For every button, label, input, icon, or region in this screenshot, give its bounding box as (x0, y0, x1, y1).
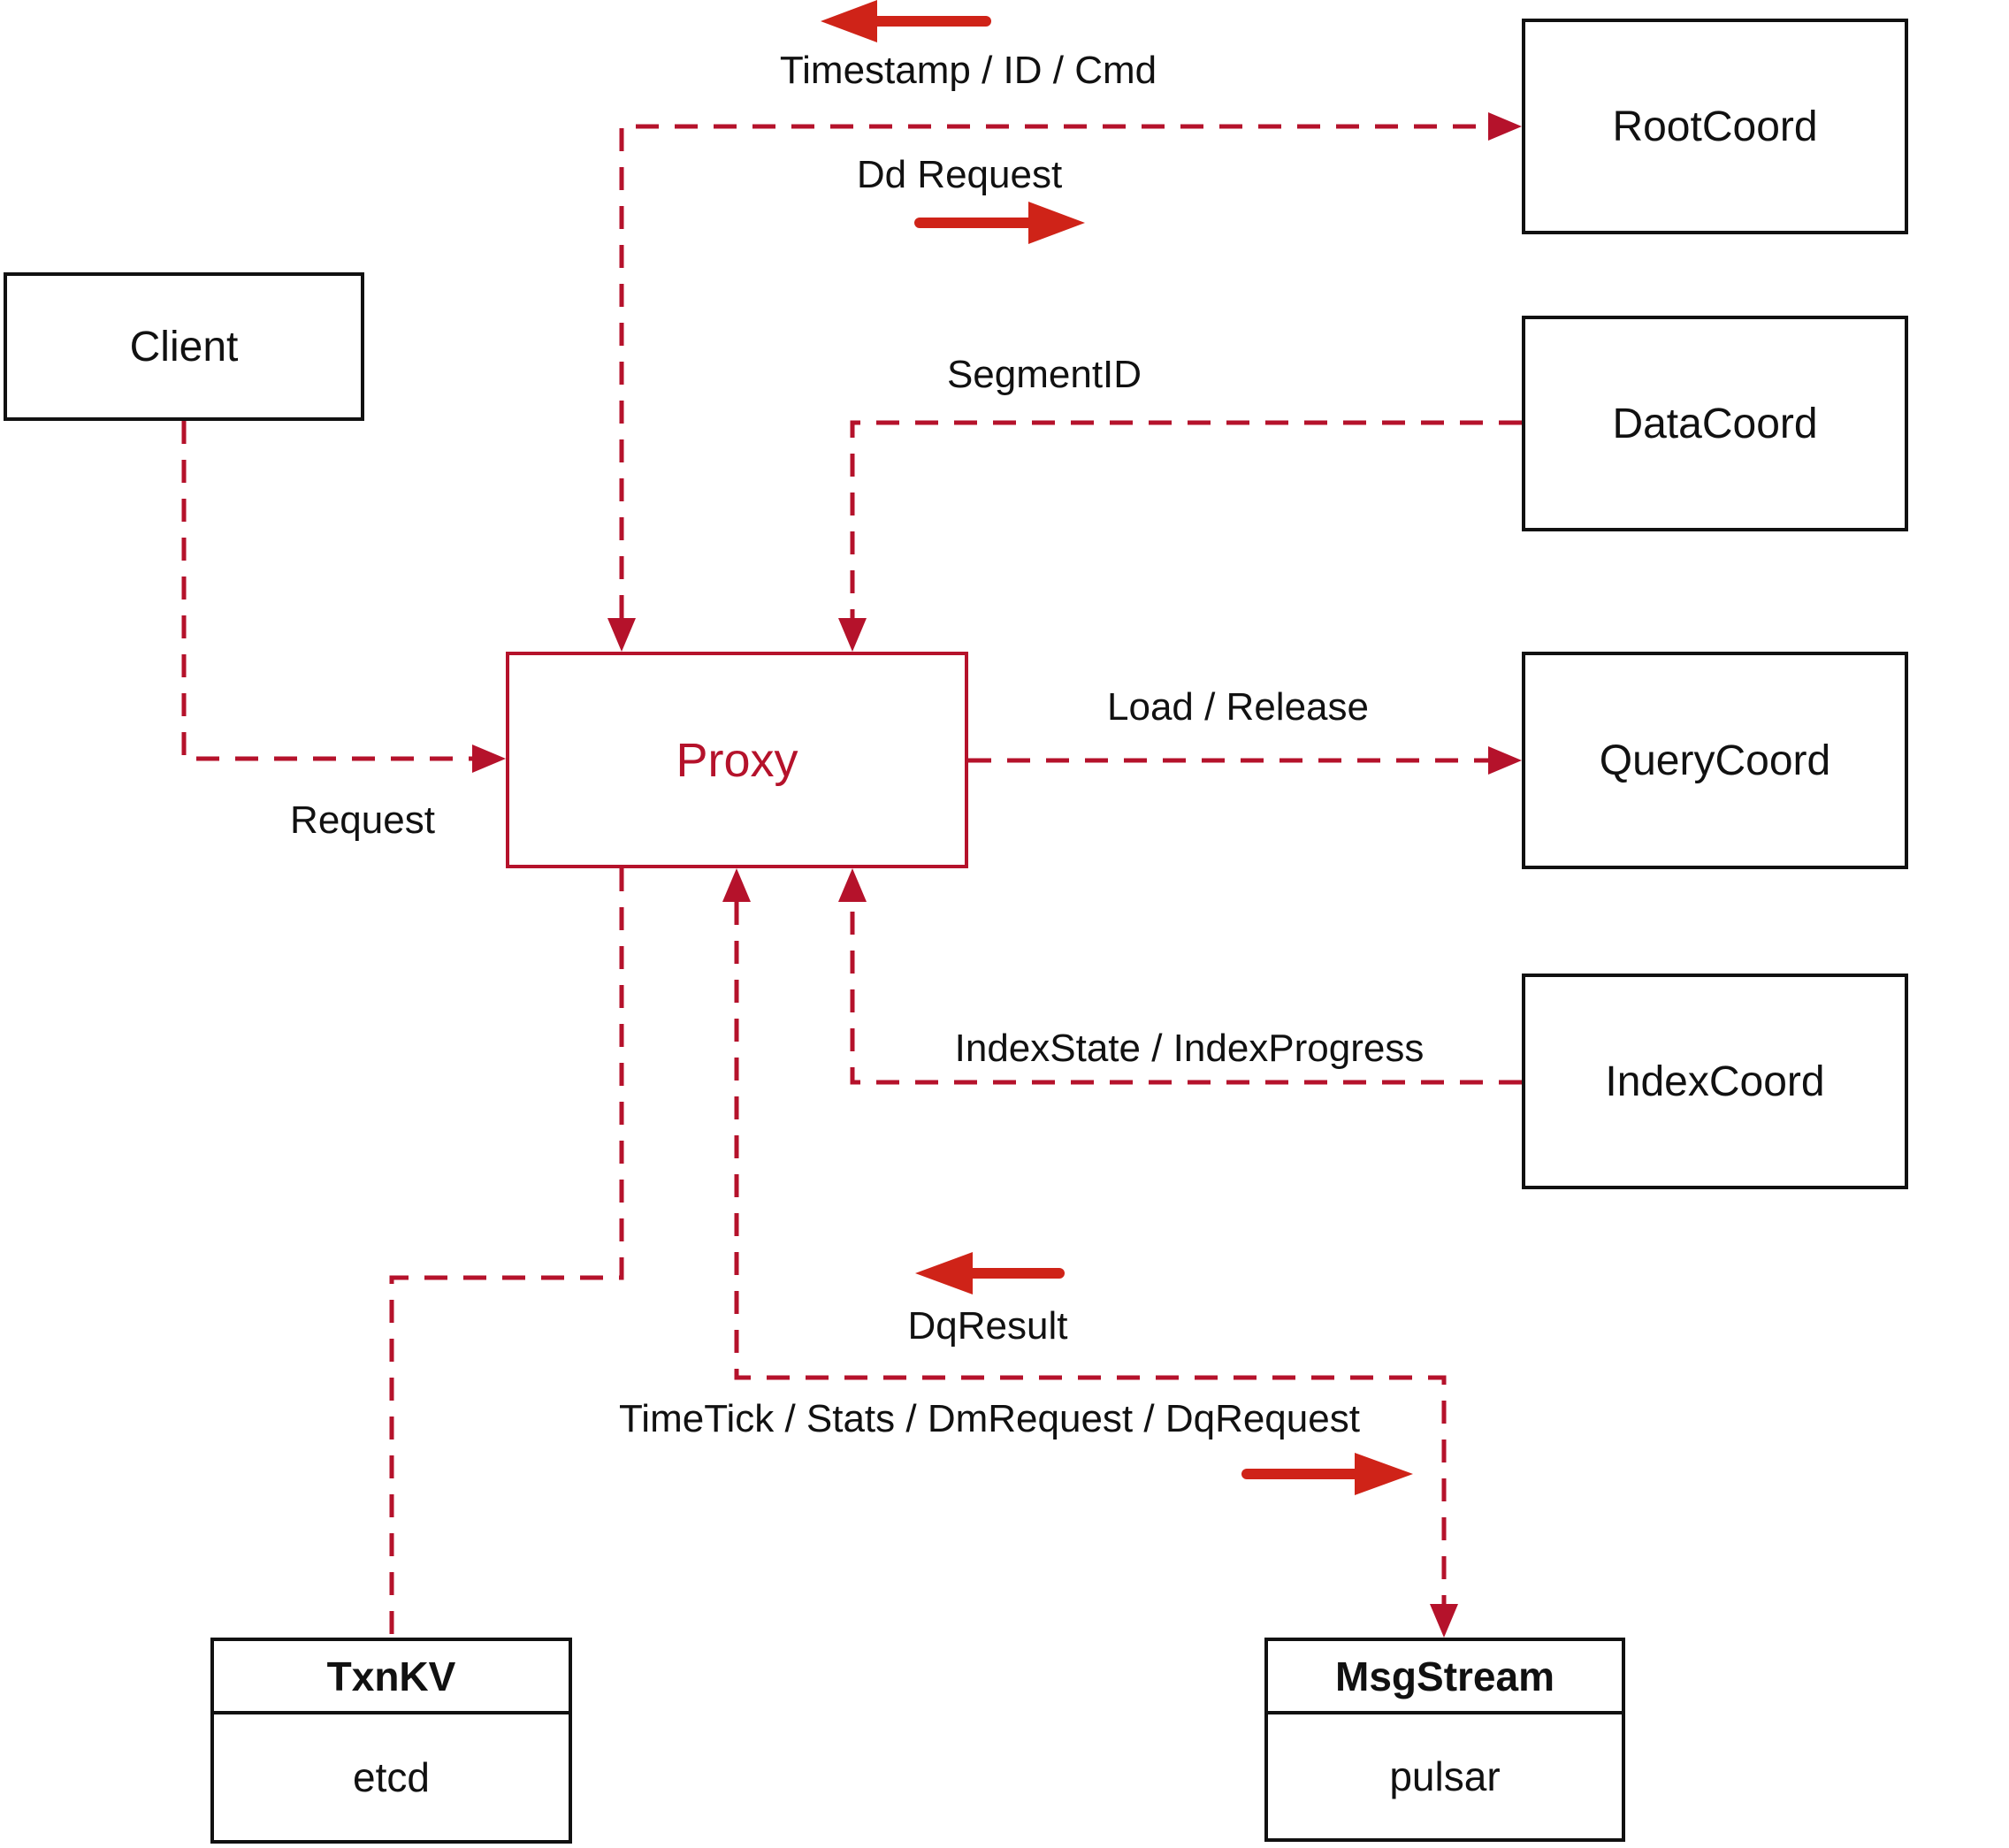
edge-proxy-txnkv (389, 868, 624, 1636)
edge-label-time-tick: TimeTick / Stats / DmRequest / DqRequest (619, 1397, 1360, 1440)
edge-proxy-rootcoord (619, 124, 1488, 618)
arrowhead-into-msgstream (1430, 1604, 1458, 1638)
node-datacoord-label: DataCoord (1612, 400, 1818, 447)
edge-indexcoord-proxy (850, 902, 1522, 1085)
edge-label-timestamp: Timestamp / ID / Cmd (779, 49, 1157, 92)
node-client: Client (4, 272, 364, 421)
node-txnkv-title: TxnKV (214, 1641, 569, 1714)
direction-arrow-timetick-right (1241, 1453, 1413, 1495)
direction-arrow-dd-request-right (914, 202, 1085, 244)
node-client-label: Client (129, 323, 239, 370)
node-indexcoord: IndexCoord (1522, 974, 1908, 1189)
node-proxy: Proxy (506, 652, 968, 868)
arrowhead-into-querycoord (1488, 746, 1522, 775)
arrowhead-into-proxy-bottom-left (722, 868, 751, 902)
node-rootcoord-label: RootCoord (1612, 103, 1818, 150)
arrowhead-into-proxy-bottom-right (838, 868, 867, 902)
node-datacoord: DataCoord (1522, 316, 1908, 531)
edge-label-dq-result: DqResult (907, 1304, 1068, 1348)
node-msgstream: MsgStream pulsar (1264, 1638, 1625, 1842)
arrowhead-into-proxy-top-left (607, 618, 636, 652)
direction-arrow-timestamp-left (821, 0, 991, 42)
node-txnkv: TxnKV etcd (210, 1638, 572, 1844)
node-querycoord-label: QueryCoord (1599, 737, 1831, 784)
node-querycoord: QueryCoord (1522, 652, 1908, 869)
edge-client-proxy (181, 421, 474, 761)
node-txnkv-subtitle: etcd (353, 1754, 430, 1800)
edge-label-load-release: Load / Release (1107, 685, 1369, 729)
node-msgstream-title: MsgStream (1268, 1641, 1622, 1714)
edge-datacoord-proxy (850, 420, 1522, 618)
edge-label-segment-id: SegmentID (946, 353, 1142, 396)
edge-proxy-msgstream (734, 902, 1447, 1604)
direction-arrow-dqresult-left (915, 1252, 1065, 1294)
edge-label-request: Request (290, 798, 435, 842)
edge-label-dd-request: Dd Request (856, 153, 1063, 196)
node-msgstream-subtitle: pulsar (1389, 1753, 1501, 1799)
node-indexcoord-label: IndexCoord (1605, 1058, 1825, 1105)
node-proxy-label: Proxy (676, 733, 798, 787)
arrowhead-into-proxy-top-right (838, 618, 867, 652)
edge-label-index-state: IndexState / IndexProgress (954, 1027, 1425, 1070)
arrowhead-into-proxy-left (472, 745, 506, 773)
node-rootcoord: RootCoord (1522, 19, 1908, 234)
arrowhead-into-rootcoord (1488, 112, 1522, 141)
